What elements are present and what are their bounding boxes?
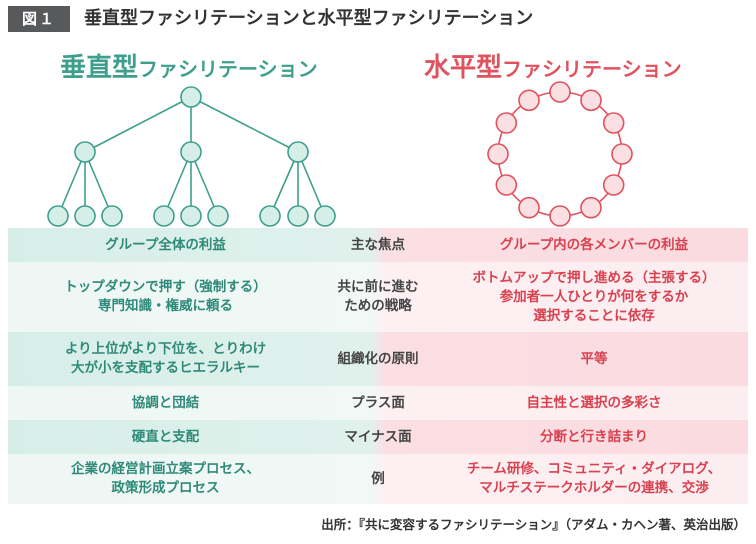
source-citation: 出所：『共に変容するファシリテーション』（アダム・カヘン著、英治出版） [321, 517, 746, 532]
vertical-cell: 協調と団結 [131, 394, 200, 411]
ring-node [518, 89, 540, 112]
comparison-table: グループ全体の利益 主な焦点 グループ内の各メンバーの利益トップダウンで押す（強制す… [8, 228, 748, 504]
table-row: グループ全体の利益 主な焦点 グループ内の各メンバーの利益 [8, 228, 748, 262]
aspect-cell: 組織化の原則 [337, 350, 419, 367]
ring-node [580, 89, 602, 112]
vertical-cell: トップダウンで押す（強制する） 専門知識・権威に頼る [64, 279, 267, 314]
horizontal-cell: チーム研修、コミュニティ・ダイアログ、 マルチステークホルダーの連携、交渉 [466, 461, 722, 496]
table-row: より上位がより下位を、とりわけ 大が小を支配するヒエラルキー 組織化の原則 平等 [8, 332, 748, 386]
ring-node [549, 205, 571, 227]
tree-edge [297, 151, 326, 217]
ring-edge [497, 91, 623, 217]
vertical-cell: グループ全体の利益 [105, 236, 226, 253]
horizontal-title-kanji: 水平型 [424, 53, 503, 83]
tree-leaf-node [259, 205, 281, 227]
ring-node [602, 174, 625, 196]
table-row: トップダウンで押す（強制する） 専門知識・権威に頼る 共に前に進む ための戦略 ボト… [8, 262, 748, 332]
horizontal-title: 水平型ファシリテーション [424, 52, 714, 85]
aspect-cell: 主な焦点 [351, 236, 405, 253]
aspect-cell: マイナス面 [344, 428, 412, 445]
ring-node [602, 112, 625, 134]
horizontal-cell: ボトムアップで押し進める（主張する） 参加者一人ひとりが何をするか 選択すること… [472, 269, 716, 324]
tree-leaf-node [207, 205, 229, 227]
tree-middle-node [287, 141, 309, 163]
ring-node [487, 143, 509, 165]
ring-network-diagram [487, 81, 633, 227]
tree-edge [190, 96, 299, 153]
tree-leaf-node [180, 205, 202, 227]
vertical-title: 垂直型ファシリテーション [60, 52, 330, 85]
aspect-cell: プラス面 [351, 394, 405, 411]
ring-node [549, 81, 571, 103]
tree-root-node [180, 86, 202, 108]
aspect-cell: 例 [371, 470, 385, 487]
tree-edge [84, 96, 192, 153]
tree-edge [57, 151, 86, 217]
tree-leaf-node [47, 205, 69, 227]
figure-title: 垂直型ファシリテーションと水平型ファシリテーション [84, 8, 534, 29]
tree-leaf-node [314, 205, 336, 227]
tree-leaf-node [74, 205, 96, 227]
tree-leaf-node [153, 205, 175, 227]
tree-edge [190, 151, 219, 217]
table-row: 協調と団結 プラス面 自主性と選択の多彩さ [8, 386, 748, 420]
horizontal-cell: 自主性と選択の多彩さ [526, 394, 662, 411]
hierarchy-tree-diagram [47, 86, 336, 227]
vertical-cell: より上位がより下位を、とりわけ 大が小を支配するヒエラルキー [64, 341, 267, 376]
tree-leaf-node [287, 205, 309, 227]
figure-label: 図１ [8, 6, 70, 32]
tree-edge [84, 151, 113, 217]
horizontal-cell: 平等 [580, 350, 608, 367]
vertical-cell: 企業の経営計画立案プロセス、 政策形成プロセス [71, 461, 260, 496]
tree-edge [269, 151, 299, 217]
horizontal-title-kana: ファシリテーション [502, 57, 682, 81]
ring-node [580, 196, 602, 219]
tree-middle-node [74, 141, 96, 163]
tree-leaf-node [101, 205, 123, 227]
ring-node [518, 196, 540, 219]
vertical-title-kana: ファシリテーション [138, 57, 318, 81]
tree-middle-node [180, 141, 202, 163]
ring-node [495, 112, 518, 134]
ring-node [495, 174, 518, 196]
figure-header: 図１ 垂直型ファシリテーションと水平型ファシリテーション [0, 0, 756, 38]
vertical-title-kanji: 垂直型 [60, 53, 139, 83]
aspect-cell: 共に前に進む ための戦略 [337, 279, 419, 314]
table-row: 硬直と支配 マイナス面 分断と行き詰まり [8, 420, 748, 454]
table-row: 企業の経営計画立案プロセス、 政策形成プロセス 例 チーム研修、コミュニティ・ダイア… [8, 454, 748, 504]
horizontal-cell: 分断と行き詰まり [540, 428, 648, 445]
vertical-cell: 硬直と支配 [131, 428, 200, 445]
horizontal-cell: グループ内の各メンバーの利益 [499, 236, 689, 253]
ring-node [611, 143, 633, 165]
diagram-graphics [47, 81, 633, 227]
tree-edge [163, 151, 192, 217]
